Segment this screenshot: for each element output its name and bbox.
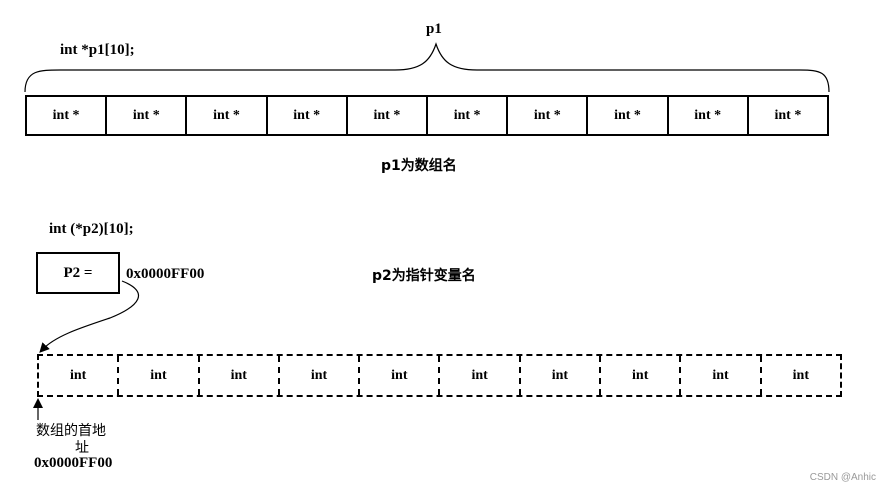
p2-cell: int: [438, 356, 518, 395]
p2-cell: int: [117, 356, 197, 395]
p1-cell: int *: [345, 97, 426, 134]
p2-cell: int: [197, 356, 278, 395]
p1-cell: int *: [506, 97, 586, 134]
p2-cell: int: [599, 356, 679, 395]
p1-cell: int *: [586, 97, 666, 134]
p1-cell: int *: [746, 97, 827, 134]
p2-declaration: int (*p2)[10];: [49, 221, 134, 237]
p1-cell: int *: [52, 107, 80, 123]
address-label-line1: 数组的首地: [36, 423, 106, 439]
curly-brace: [24, 42, 830, 93]
p2-pointer-box: P2 =: [36, 252, 120, 294]
p1-array: int * int * int * int * int * int * int …: [25, 95, 829, 136]
watermark: CSDN @Anhic: [809, 472, 876, 483]
p1-cell: int *: [105, 97, 185, 134]
p2-cell: int: [759, 356, 840, 395]
pointer-arrow: [39, 280, 139, 353]
p2-cell: int: [277, 356, 358, 395]
p2-cell: int: [518, 356, 599, 395]
address-value: 0x0000FF00: [34, 455, 113, 471]
p1-cell: int *: [666, 97, 747, 134]
p1-cell: int *: [426, 97, 506, 134]
p2-cell: int: [358, 356, 438, 395]
p1-cell: int *: [265, 97, 346, 134]
address-label-line2: 址: [75, 440, 89, 456]
p2-cell: int: [679, 356, 759, 395]
p1-declaration: int *p1[10];: [60, 42, 135, 58]
p2-cell: int: [69, 367, 87, 383]
p1-caption: p1为数组名: [381, 158, 457, 174]
p2-target-array: int int int int int int int int int int: [37, 354, 842, 397]
p1-cell: int *: [185, 97, 265, 134]
p2-pointer-value: 0x0000FF00: [126, 266, 205, 282]
p2-caption: p2为指针变量名: [372, 268, 476, 284]
p1-brace-label: p1: [426, 21, 442, 37]
